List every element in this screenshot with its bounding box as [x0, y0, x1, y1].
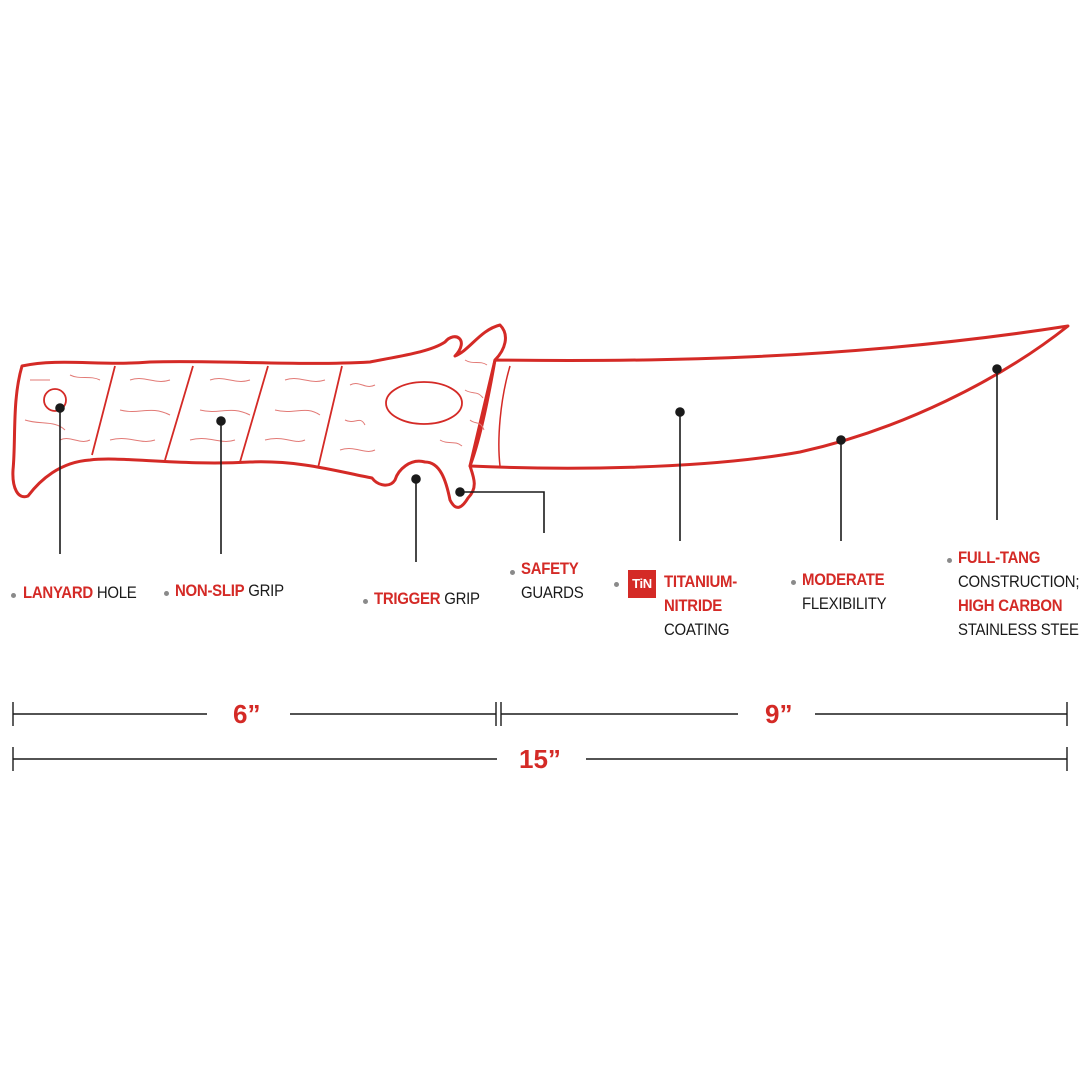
text: GRIP — [248, 581, 284, 600]
lanyard-hole — [43, 388, 67, 412]
highlight: MODERATE — [802, 570, 885, 589]
highlight: NON-SLIP — [175, 581, 245, 600]
trigger-window — [385, 381, 463, 425]
text: GRIP — [444, 589, 480, 608]
overall-length: 15” — [519, 744, 561, 774]
blade-length: 9” — [765, 699, 793, 729]
highlight: TRIGGER — [374, 589, 441, 608]
label-coating: TiN — [628, 570, 656, 598]
label-full-tang: FULL-TANG CONSTRUCTION; HIGH CARBON STAINLE… — [958, 546, 1079, 642]
dimension-lines — [12, 702, 1068, 771]
blade-ricasso-line — [498, 365, 511, 467]
handle-length: 6” — [233, 699, 261, 729]
handle-outline — [11, 323, 507, 509]
highlight: TITANIUM- — [664, 572, 737, 591]
grip-band — [91, 365, 343, 469]
label-coating-text: TITANIUM- NITRIDE COATING — [664, 570, 737, 642]
label-flexibility: MODERATE FLEXIBILITY — [802, 568, 887, 616]
text: COATING — [664, 620, 730, 639]
label-trigger-grip: TRIGGER GRIP — [374, 587, 480, 611]
highlight: SAFETY — [521, 559, 579, 578]
highlight: LANYARD — [23, 583, 93, 602]
highlight: NITRIDE — [664, 596, 722, 615]
highlight: HIGH CARBON — [958, 596, 1063, 615]
highlight: FULL-TANG — [958, 548, 1041, 567]
text: GUARDS — [521, 583, 584, 602]
text: HOLE — [96, 583, 137, 602]
text: STAINLESS STEEL — [958, 620, 1079, 639]
label-safety-guards: SAFETY GUARDS — [521, 557, 584, 605]
tin-badge-icon: TiN — [628, 570, 656, 598]
label-non-slip-grip: NON-SLIP GRIP — [175, 579, 284, 603]
blade-outline — [468, 324, 1070, 470]
label-lanyard-hole: LANYARD HOLE — [23, 581, 137, 605]
text: FLEXIBILITY — [802, 594, 887, 613]
text: CONSTRUCTION; — [958, 572, 1079, 591]
callout-lines — [55, 364, 1002, 562]
grip-texture — [24, 359, 488, 452]
